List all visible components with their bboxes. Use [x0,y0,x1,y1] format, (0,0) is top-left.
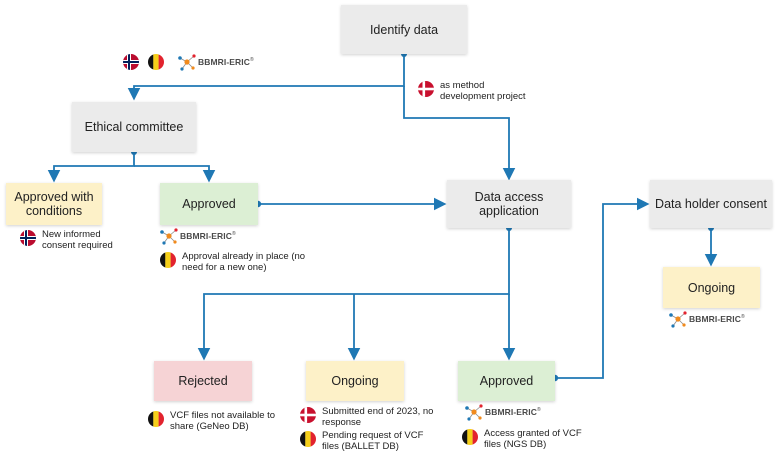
consent-ongoing-box: Ongoing [663,267,760,308]
edge-ethics-approved [134,165,216,183]
bbmri-network-icon [465,404,483,421]
bbmri-eric-logo: BBMRI-ERIC® [463,402,541,422]
bbmri-network-icon [160,228,178,245]
approval-in-place-note: Approval already in place (no need for a… [160,251,320,273]
application-approved-box: Approved [458,361,555,401]
new-informed-consent-note: New informed consent required [20,229,120,251]
bbmri-eric-logo: BBMRI-ERIC® [158,226,236,246]
access-granted-vcf-note: Access granted of VCF files (NGS DB) [462,428,612,450]
registered-mark: ® [537,407,541,414]
bbmri-eric-logo: BBMRI-ERIC® [667,309,745,329]
method-development-text: as method development project [440,80,526,102]
bbmri-eric-text: BBMRI-ERIC [485,407,537,417]
denmark-flag-icon [418,81,434,97]
new-informed-consent-text: New informed consent required [42,229,113,251]
belgium-flag-icon [148,54,164,70]
pending-vcf-request-note: Pending request of VCF files (BALLET DB) [300,430,450,452]
pending-vcf-request-text: Pending request of VCF files (BALLET DB) [322,430,424,452]
submitted-no-response-text: Submitted end of 2023, no response [322,406,434,428]
data-access-application-box: Data access application [447,180,571,228]
approval-in-place-text: Approval already in place (no need for a… [182,251,306,273]
vcf-not-available-note: VCF files not available to share (GeNeo … [148,410,288,432]
rejected-box: Rejected [154,361,252,401]
application-ongoing-box: Ongoing [306,361,404,401]
bbmri-eric-logo: BBMRI-ERIC® [176,52,254,72]
bbmri-eric-text: BBMRI-ERIC [180,231,232,241]
method-development-note: as method development project [418,80,558,102]
edge-identify-to-ethics [127,54,405,101]
belgium-flag-icon [148,411,164,427]
norway-flag-icon [20,230,36,246]
bbmri-eric-text: BBMRI-ERIC [198,57,250,67]
edge-identify-to-application [403,86,516,181]
access-granted-vcf-text: Access granted of VCF files (NGS DB) [484,428,582,450]
denmark-flag-icon [300,407,316,423]
registered-mark: ® [741,314,745,321]
belgium-flag-icon [160,252,176,268]
bbmri-network-icon [669,311,687,328]
submitted-no-response-note: Submitted end of 2023, no response [300,406,450,428]
bbmri-network-icon [178,54,196,71]
registered-mark: ® [232,231,236,238]
norway-flag-icon [123,54,139,70]
ethical-committee-box: Ethical committee [72,102,196,152]
edge-application-split [197,228,510,361]
identify-data-box: Identify data [341,5,467,54]
bbmri-eric-text: BBMRI-ERIC [689,314,741,324]
data-holder-consent-box: Data holder consent [650,180,772,228]
registered-mark: ® [250,57,254,64]
ethics-approved-box: Approved [160,183,258,225]
edge-approved-to-consent [555,197,650,379]
belgium-flag-icon [462,429,478,445]
edge-ethics-split [47,152,135,183]
approved-with-conditions-box: Approved with conditions [6,183,102,225]
belgium-flag-icon [300,431,316,447]
vcf-not-available-text: VCF files not available to share (GeNeo … [170,410,276,432]
